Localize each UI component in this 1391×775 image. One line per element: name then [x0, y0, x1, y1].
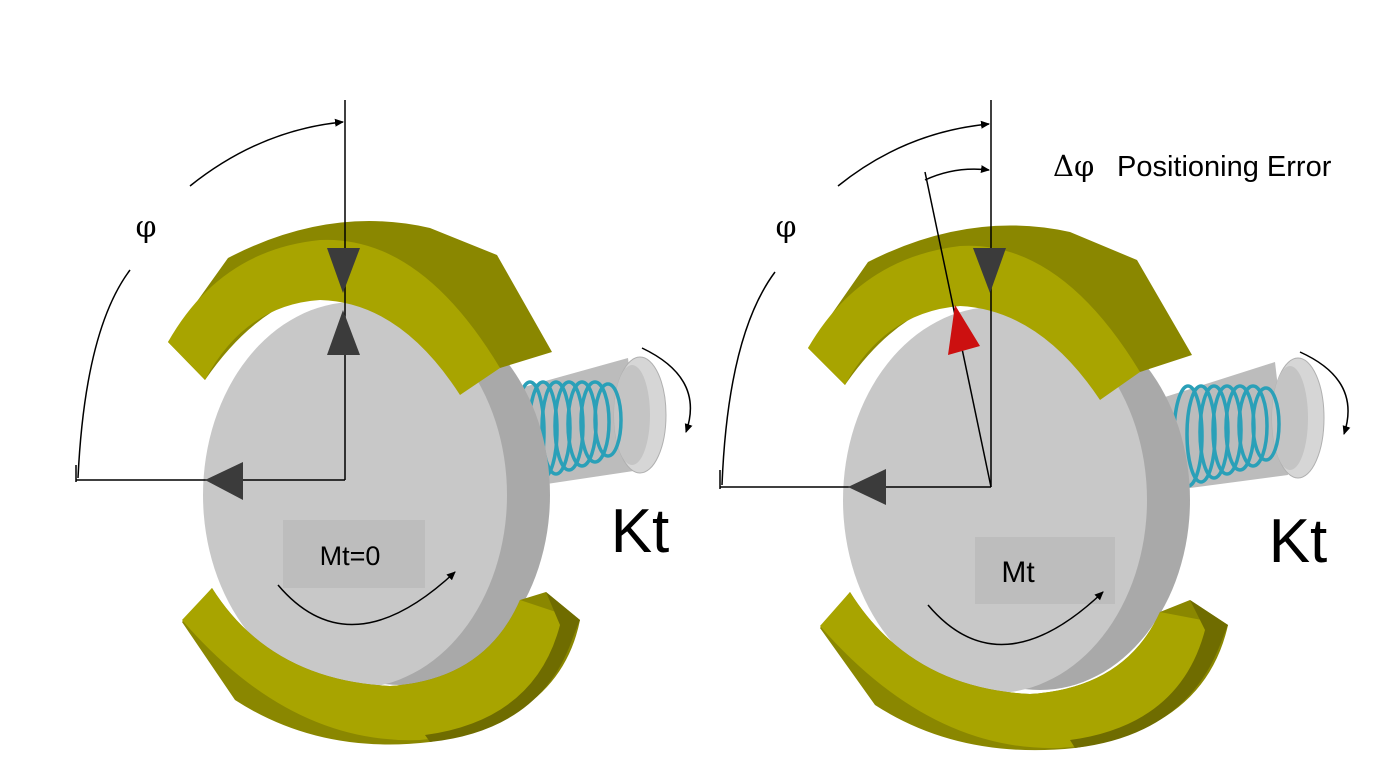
left-magnet-top: [168, 221, 552, 395]
left-angle-arc-top: [189, 118, 344, 187]
right-error-symbol: Δφ: [1053, 149, 1094, 183]
right-torque-label: Mt: [1001, 556, 1035, 589]
left-stiffness-label: Kt: [611, 497, 670, 566]
left-spring: [514, 380, 623, 484]
right-magnet-top: [808, 225, 1192, 400]
right-error-arc: [924, 165, 990, 181]
left-rotor-marker-icon: [327, 310, 360, 355]
right-stiffness-label: Kt: [1269, 507, 1328, 576]
left-torque-label: Mt=0: [320, 541, 381, 571]
right-shaft-rotation-arrow: [1299, 351, 1351, 435]
right-torque-arrow: [927, 591, 1104, 646]
right-error-label: Positioning Error: [1117, 151, 1332, 183]
left-side-marker-icon: [205, 462, 243, 500]
left-shaft-rotation-arrow: [641, 347, 693, 433]
left-angle-symbol: φ: [135, 210, 156, 245]
left-magnet-bottom: [182, 588, 580, 745]
right-side-marker-icon: [848, 469, 886, 505]
right-angle-symbol: φ: [775, 210, 796, 245]
right-angle-arc-top: [837, 120, 990, 187]
right-panel: Mt φ Δφ Positioning Error Kt: [719, 100, 1351, 751]
left-stator-marker-icon: [327, 248, 360, 293]
left-angle-arc-side: [77, 269, 131, 479]
right-angle-arc-side: [721, 271, 776, 486]
right-stator-marker-icon: [973, 248, 1006, 293]
right-torque-box: [975, 537, 1115, 604]
right-rotor-error-marker-icon: [948, 305, 980, 355]
left-torque-box: [283, 520, 425, 588]
left-panel: Mt=0 φ Kt: [75, 100, 693, 745]
left-torque-arrow: [277, 571, 456, 626]
right-magnet-bottom: [820, 592, 1228, 751]
